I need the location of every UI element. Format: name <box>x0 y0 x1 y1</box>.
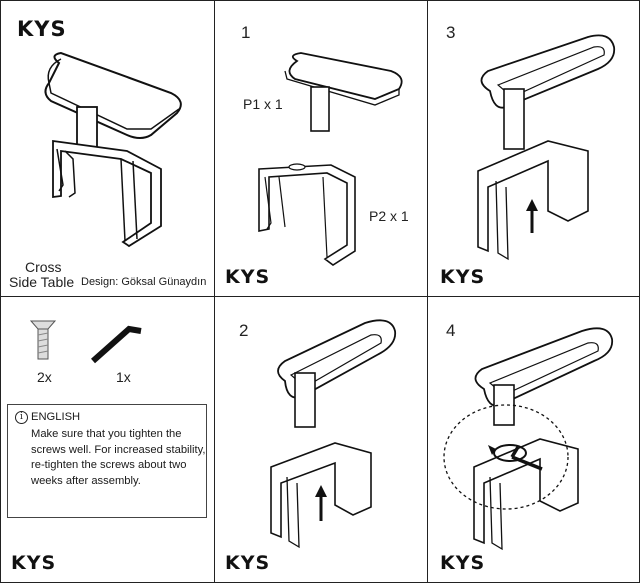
brand-logo: KYS <box>225 552 271 574</box>
step-number: 2 <box>239 321 249 340</box>
brand-logo: KYS <box>17 17 67 41</box>
step-number: 4 <box>446 321 456 340</box>
allen-key-quantity: 1x <box>116 369 131 385</box>
brand-logo: KYS <box>11 552 57 574</box>
notice-line: Make sure that you tighten the <box>31 428 182 440</box>
part-p1-label: P1 x 1 <box>243 96 283 112</box>
notice-line: re-tighten the screws about two <box>31 459 187 471</box>
designer-credit: Design: Göksal Günaydın <box>81 276 207 288</box>
screw-quantity: 2x <box>37 369 52 385</box>
step-4-illustration <box>443 327 614 551</box>
panel-step-3: 3 KYS <box>427 0 640 297</box>
step-3-illustration <box>477 34 616 261</box>
brand-logo: KYS <box>225 266 271 288</box>
allen-key-icon <box>91 325 142 364</box>
hardware-illustration <box>29 320 142 364</box>
step-number: 3 <box>446 23 456 42</box>
brand-logo: KYS <box>440 552 486 574</box>
info-icon: i <box>15 411 28 424</box>
product-name-line1: Cross <box>25 259 62 275</box>
brand-logo: KYS <box>440 266 486 288</box>
panel-step-1: 1 P1 x 1 P2 x 1 KYS <box>214 0 428 297</box>
panel-product-overview: KYS Cross Side Table Design: Göksal Güna… <box>0 0 215 297</box>
assembled-table-illustration <box>44 51 182 248</box>
panel-hardware: 2x 1x i ENGLISH Make sure that you tight… <box>0 296 215 583</box>
step-number: 1 <box>241 23 251 42</box>
notice-line: weeks after assembly. <box>31 474 141 487</box>
panel-step-4: 4 KYS <box>427 296 640 583</box>
notice-line: screws well. For increased stability, <box>31 443 206 456</box>
product-name-line2: Side Table <box>9 274 75 290</box>
panel-step-2: 2 KYS <box>214 296 428 583</box>
parts-p1-p2-illustration <box>258 52 403 266</box>
part-p2-label: P2 x 1 <box>369 208 409 224</box>
step-2-illustration <box>270 319 397 549</box>
screw-icon <box>29 320 57 360</box>
care-notice-box: i ENGLISH Make sure that you tighten the… <box>7 404 207 518</box>
notice-language: ENGLISH <box>31 411 81 423</box>
